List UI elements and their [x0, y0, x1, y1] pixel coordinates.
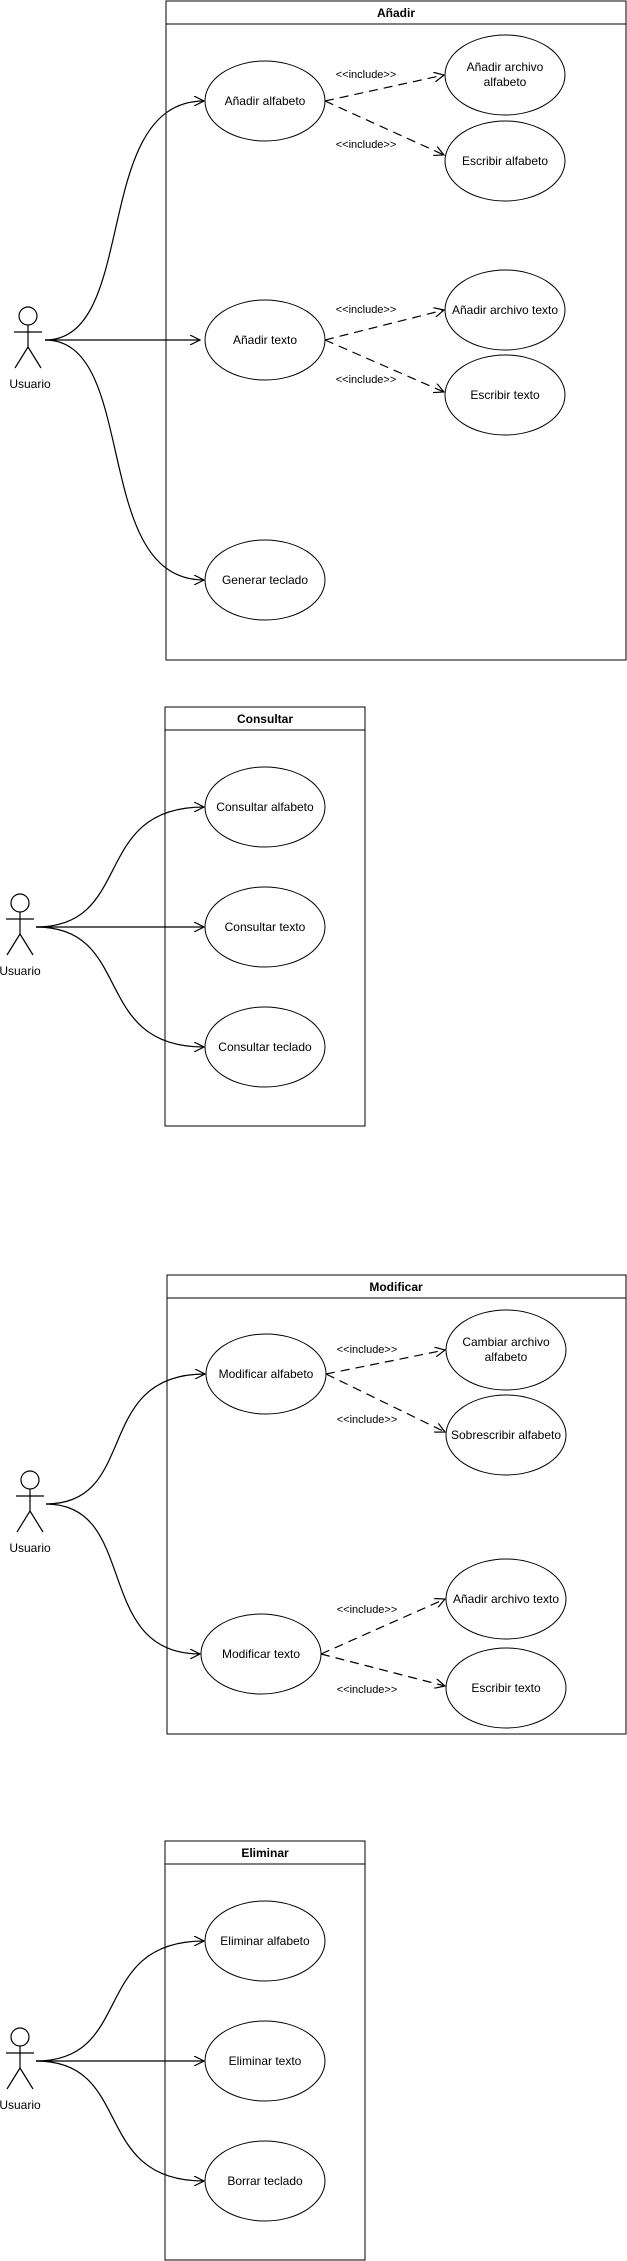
- actor-usuario[interactable]: Usuario: [0, 2027, 41, 2112]
- use-case-anadir-alfabeto[interactable]: Añadir alfabeto: [204, 60, 326, 142]
- use-case-anadir-archivo-texto[interactable]: Añadir archivo texto: [444, 269, 566, 351]
- use-case-escribir-texto[interactable]: Escribir texto: [445, 1647, 567, 1729]
- system-title: Eliminar: [241, 1846, 289, 1860]
- use-case-label: Eliminar alfabeto: [220, 1934, 310, 1948]
- use-case-label: Consultar texto: [225, 920, 306, 934]
- use-case-sobrescribir-alfabeto[interactable]: Sobrescribir alfabeto: [445, 1394, 567, 1476]
- use-case-label: Consultar teclado: [218, 1040, 312, 1054]
- actor-usuario[interactable]: Usuario: [9, 306, 51, 391]
- use-case-anadir-archivo-texto[interactable]: Añadir archivo texto: [445, 1558, 567, 1640]
- include-arrow: [325, 1373, 445, 1432]
- include-arrow: [320, 1599, 445, 1655]
- association-arrow: [45, 1503, 200, 1654]
- section-anadir: Añadir Usuario Añadir alfabeto Añadir ar…: [9, 0, 627, 661]
- use-case-label: Borrar teclado: [227, 2174, 303, 2188]
- section-eliminar: Eliminar Usuario Eliminar alfabeto Elimi…: [0, 1840, 366, 2261]
- use-case-cambiar-archivo-alfabeto[interactable]: Cambiar archivo alfabeto: [445, 1309, 567, 1391]
- include-label: <<include>>: [337, 1414, 398, 1426]
- use-case-label: Escribir alfabeto: [462, 154, 548, 168]
- include-label: <<include>>: [336, 69, 397, 81]
- use-case-label: Sobrescribir alfabeto: [451, 1428, 561, 1442]
- actor-head: [10, 2027, 30, 2047]
- use-case-borrar-teclado[interactable]: Borrar teclado: [204, 2140, 326, 2222]
- use-case-escribir-texto[interactable]: Escribir texto: [444, 354, 566, 436]
- include-label: <<include>>: [337, 1684, 398, 1696]
- actor-head: [10, 893, 30, 913]
- use-case-modificar-texto[interactable]: Modificar texto: [200, 1613, 322, 1695]
- use-case-anadir-texto[interactable]: Añadir texto: [204, 299, 326, 381]
- include-arrow: [324, 339, 444, 392]
- use-case-label: Añadir archivo texto: [452, 303, 558, 317]
- use-case-label: alfabeto: [485, 1350, 528, 1364]
- association-arrow: [35, 2060, 204, 2181]
- use-case-label: Añadir texto: [233, 333, 297, 347]
- use-case-anadir-archivo-alfabeto[interactable]: Añadir archivo alfabeto: [444, 34, 566, 116]
- section-modificar: Modificar Usuario Modificar alfabeto Cam…: [9, 1274, 627, 1735]
- actor-label: Usuario: [0, 964, 41, 978]
- use-case-label: Añadir archivo: [467, 60, 544, 74]
- system-title: Consultar: [237, 712, 293, 726]
- include-arrow: [324, 100, 444, 155]
- use-case-label: alfabeto: [484, 75, 527, 89]
- include-arrow: [324, 310, 444, 341]
- association-arrow: [35, 926, 204, 1047]
- use-case-label: Generar teclado: [222, 573, 308, 587]
- system-title: Modificar: [369, 1280, 423, 1294]
- section-consultar: Consultar Usuario Consultar alfabeto Con…: [0, 706, 366, 1127]
- use-case-label: Escribir texto: [471, 1681, 541, 1695]
- use-case-label: Escribir texto: [470, 388, 540, 402]
- use-case-label: Modificar alfabeto: [219, 1367, 314, 1381]
- use-case-eliminar-texto[interactable]: Eliminar texto: [204, 2020, 326, 2102]
- use-case-label: Añadir archivo texto: [453, 1592, 559, 1606]
- actor-label: Usuario: [9, 1541, 51, 1555]
- use-case-consultar-teclado[interactable]: Consultar teclado: [204, 1006, 326, 1088]
- include-arrow: [324, 75, 444, 102]
- use-case-modificar-alfabeto[interactable]: Modificar alfabeto: [205, 1333, 327, 1415]
- include-arrow: [325, 1350, 445, 1375]
- actor-head: [20, 1470, 40, 1490]
- include-label: <<include>>: [337, 1344, 398, 1356]
- use-case-eliminar-alfabeto[interactable]: Eliminar alfabeto: [204, 1900, 326, 1982]
- actor-usuario[interactable]: Usuario: [9, 1470, 51, 1555]
- association-arrow: [44, 339, 204, 580]
- system-title: Añadir: [377, 6, 415, 20]
- actor-label: Usuario: [9, 377, 51, 391]
- use-case-consultar-texto[interactable]: Consultar texto: [204, 886, 326, 968]
- include-label: <<include>>: [337, 1604, 398, 1616]
- association-arrow: [44, 101, 204, 341]
- association-arrow: [45, 1374, 205, 1505]
- include-label: <<include>>: [336, 374, 397, 386]
- include-label: <<include>>: [336, 304, 397, 316]
- association-arrow: [35, 807, 204, 928]
- use-case-generar-teclado[interactable]: Generar teclado: [204, 539, 326, 621]
- use-case-label: Cambiar archivo: [462, 1335, 550, 1349]
- use-case-escribir-alfabeto[interactable]: Escribir alfabeto: [444, 120, 566, 202]
- include-arrow: [320, 1653, 445, 1686]
- actor-head: [18, 306, 38, 326]
- use-case-label: Añadir alfabeto: [225, 94, 306, 108]
- use-case-label: Eliminar texto: [229, 2054, 302, 2068]
- include-label: <<include>>: [336, 139, 397, 151]
- actor-label: Usuario: [0, 2098, 41, 2112]
- association-arrow: [35, 1941, 204, 2062]
- use-case-label: Modificar texto: [222, 1647, 300, 1661]
- use-case-label: Consultar alfabeto: [216, 800, 314, 814]
- actor-usuario[interactable]: Usuario: [0, 893, 41, 978]
- use-case-consultar-alfabeto[interactable]: Consultar alfabeto: [204, 766, 326, 848]
